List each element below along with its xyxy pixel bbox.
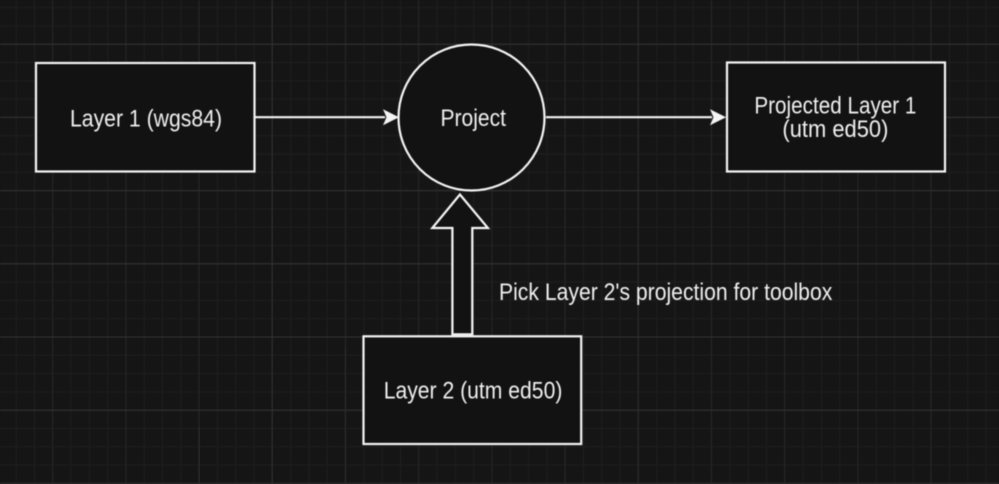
svg-text:Layer 2 (utm ed50): Layer 2 (utm ed50) <box>384 377 563 404</box>
svg-text:Projected Layer 1: Projected Layer 1 <box>754 93 916 120</box>
svg-text:Pick Layer 2's projection for: Pick Layer 2's projection for toolbox <box>499 279 832 306</box>
svg-text:Project: Project <box>441 105 507 132</box>
svg-text:Layer 1 (wgs84): Layer 1 (wgs84) <box>70 105 222 132</box>
svg-text:(utm ed50): (utm ed50) <box>782 116 888 143</box>
